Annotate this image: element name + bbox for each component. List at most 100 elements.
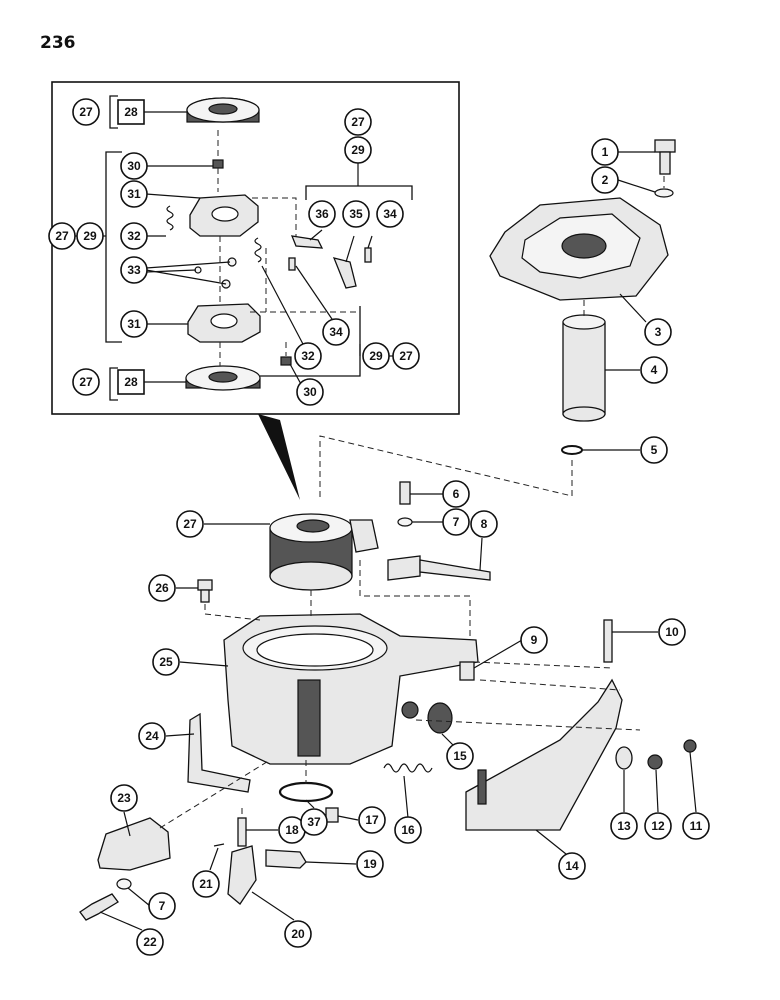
- leader-23: [123, 811, 131, 837]
- page-number: 236: [40, 33, 76, 53]
- svg-text:1: 1: [602, 145, 609, 159]
- callout-24: 24: [138, 722, 166, 750]
- leader-19: [305, 861, 357, 865]
- svg-text:34: 34: [383, 207, 397, 221]
- svg-text:34: 34: [329, 325, 343, 339]
- leader-i32b: [261, 265, 305, 347]
- part-pin-18: [237, 817, 247, 847]
- leader-9: [473, 639, 523, 669]
- svg-text:27: 27: [351, 115, 365, 129]
- svg-text:10: 10: [665, 625, 679, 639]
- callout-inset-27a: 27: [72, 98, 100, 126]
- svg-text:32: 32: [301, 349, 315, 363]
- part-cover-3: [489, 197, 669, 301]
- part-brake-pack-27: [269, 513, 379, 591]
- callout-inset-32a: 32: [120, 222, 148, 250]
- leader-i33a: [145, 261, 231, 269]
- callout-inset-31b: 31: [120, 310, 148, 338]
- leader-7b: [127, 887, 151, 907]
- inset-disc-top: [186, 97, 260, 123]
- callout-inset-30b: 30: [296, 378, 324, 406]
- leader-i33b: [145, 269, 227, 285]
- svg-text:15: 15: [453, 749, 467, 763]
- part-bushing-9: [459, 661, 475, 681]
- part-ring-5: [561, 445, 583, 455]
- part-pin-10: [603, 619, 613, 663]
- box-inset-28a: 28: [117, 99, 145, 125]
- leader-11: [689, 751, 697, 813]
- leader-21: [209, 847, 219, 871]
- svg-text:7: 7: [453, 515, 460, 529]
- callout-inset-35: 35: [342, 200, 370, 228]
- leader-37: [305, 799, 315, 809]
- guide-seal: [415, 719, 641, 731]
- svg-text:21: 21: [199, 877, 213, 891]
- inset-spring-left: [166, 205, 174, 231]
- svg-text:30: 30: [303, 385, 317, 399]
- leader-14: [535, 829, 567, 855]
- leader-24: [165, 733, 195, 737]
- svg-text:9: 9: [531, 633, 538, 647]
- callout-inset-27d: 27: [392, 342, 420, 370]
- callout-12: 12: [644, 812, 672, 840]
- part-bolt-22: [79, 893, 119, 921]
- callout-5: 5: [640, 436, 668, 464]
- callout-19: 19: [356, 850, 384, 878]
- leader-2: [617, 179, 656, 193]
- svg-text:14: 14: [565, 859, 579, 873]
- leader-12: [655, 769, 659, 813]
- svg-text:33: 33: [127, 263, 141, 277]
- part-lever-14: [465, 678, 623, 831]
- svg-text:28: 28: [124, 105, 138, 119]
- callout-inset-32b: 32: [294, 342, 322, 370]
- svg-text:26: 26: [155, 581, 169, 595]
- leader-i35: [345, 235, 355, 263]
- callout-inset-29b: 29: [344, 136, 372, 164]
- part-washer-7a: [397, 517, 413, 527]
- svg-text:31: 31: [127, 187, 141, 201]
- callout-17: 17: [358, 806, 386, 834]
- svg-text:30: 30: [127, 159, 141, 173]
- part-nut-12: [647, 754, 663, 770]
- guide-lever-2: [473, 661, 613, 669]
- svg-text:27: 27: [55, 229, 69, 243]
- svg-text:22: 22: [143, 935, 157, 949]
- inset-link-36: [290, 235, 324, 249]
- leader-i30b: [289, 363, 303, 387]
- inset-bracket-27-bottom: [109, 367, 118, 401]
- part-housing-25: [223, 613, 479, 765]
- callout-inset-29d: 29: [362, 342, 390, 370]
- svg-text:25: 25: [159, 655, 173, 669]
- inset-screw-34b: [364, 247, 372, 263]
- callout-inset-27e: 27: [72, 368, 100, 396]
- part-bushing-13: [615, 746, 633, 770]
- part-rod-8: [387, 555, 491, 581]
- leader-16: [403, 775, 409, 819]
- guide-bracket: [159, 759, 271, 829]
- guide-capscrew: [204, 604, 261, 621]
- svg-text:37: 37: [307, 815, 321, 829]
- svg-text:27: 27: [79, 105, 93, 119]
- svg-text:29: 29: [83, 229, 97, 243]
- svg-text:12: 12: [651, 819, 665, 833]
- part-washer-7b: [116, 878, 132, 890]
- inset-nut-top: [212, 159, 224, 169]
- callout-1: 1: [591, 138, 619, 166]
- inset-pointer: [258, 414, 300, 500]
- leader-i34b: [367, 235, 373, 249]
- callout-26: 26: [148, 574, 176, 602]
- svg-text:24: 24: [145, 729, 159, 743]
- callout-27-main: 27: [176, 510, 204, 538]
- part-pin-19: [265, 849, 307, 869]
- svg-text:6: 6: [453, 487, 460, 501]
- leader-i31a: [145, 193, 201, 199]
- callout-7a: 7: [442, 508, 470, 536]
- callout-23: 23: [110, 784, 138, 812]
- svg-text:32: 32: [127, 229, 141, 243]
- part-washer-2: [654, 188, 674, 198]
- callout-22: 22: [136, 928, 164, 956]
- callout-15: 15: [446, 742, 474, 770]
- callout-3: 3: [644, 318, 672, 346]
- leader-i36: [309, 229, 323, 241]
- svg-text:35: 35: [349, 207, 363, 221]
